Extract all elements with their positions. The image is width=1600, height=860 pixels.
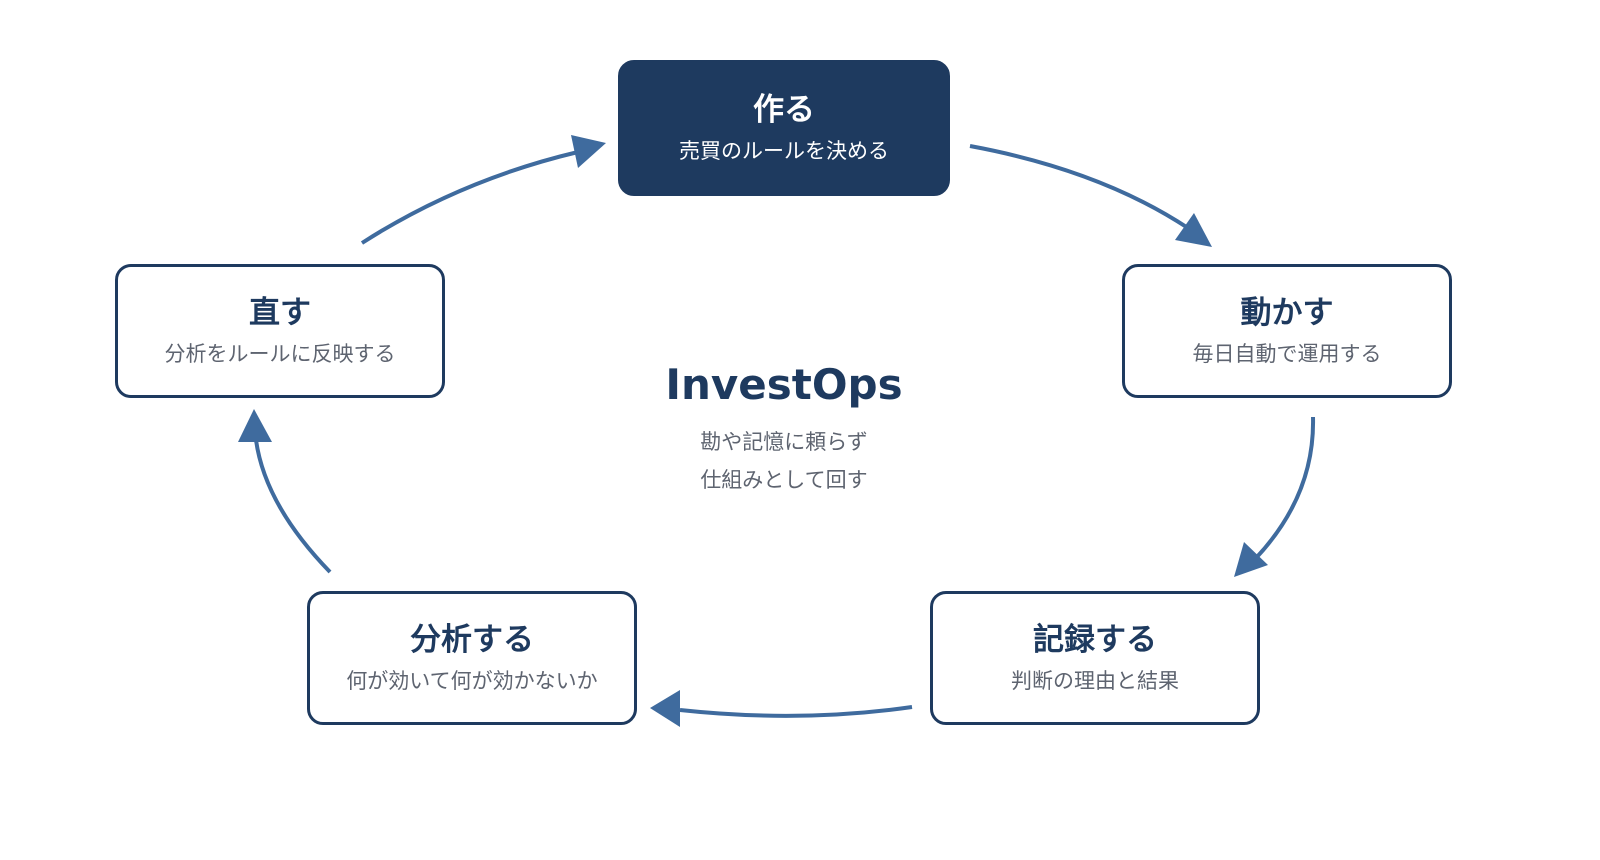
brand-title: InvestOps (665, 360, 903, 409)
step-run: 動かす 毎日自動で運用する (1122, 264, 1452, 398)
arrow-record-to-analyze (679, 705, 913, 718)
arrow-fix-to-make (360, 150, 579, 245)
step-make-title: 作る (753, 91, 815, 128)
arrowhead-run-to-record (1234, 542, 1268, 577)
center-label: InvestOps 勘や記憶に頼らず 仕組みとして回す (584, 360, 984, 500)
tagline-line-1: 勘や記憶に頼らず (700, 430, 868, 455)
step-run-title: 動かす (1240, 294, 1334, 331)
step-analyze: 分析する 何が効いて何が効かないか (307, 591, 637, 725)
step-record-description: 判断の理由と結果 (1011, 669, 1179, 693)
step-record-title: 記録する (1033, 621, 1157, 658)
step-run-description: 毎日自動で運用する (1192, 342, 1382, 366)
arrowhead-record-to-analyze (650, 690, 680, 727)
arrow-analyze-to-fix (254, 439, 332, 574)
step-analyze-description: 何が効いて何が効かないか (346, 669, 598, 693)
step-analyze-title: 分析する (410, 621, 534, 658)
step-fix-description: 分析をルールに反映する (164, 342, 396, 366)
tagline-line-2: 仕組みとして回す (700, 468, 868, 493)
arrow-make-to-run (969, 144, 1190, 230)
arrow-run-to-record (1254, 416, 1316, 560)
step-make-description: 売買のルールを決める (679, 139, 889, 163)
step-record: 記録する 判断の理由と結果 (930, 591, 1260, 725)
step-fix: 直す 分析をルールに反映する (115, 264, 445, 398)
step-make: 作る 売買のルールを決める (618, 60, 950, 196)
arrowhead-make-to-run (1175, 213, 1212, 247)
arrowhead-analyze-to-fix (238, 409, 272, 442)
step-fix-title: 直す (249, 294, 311, 331)
arrowhead-fix-to-make (571, 135, 606, 168)
